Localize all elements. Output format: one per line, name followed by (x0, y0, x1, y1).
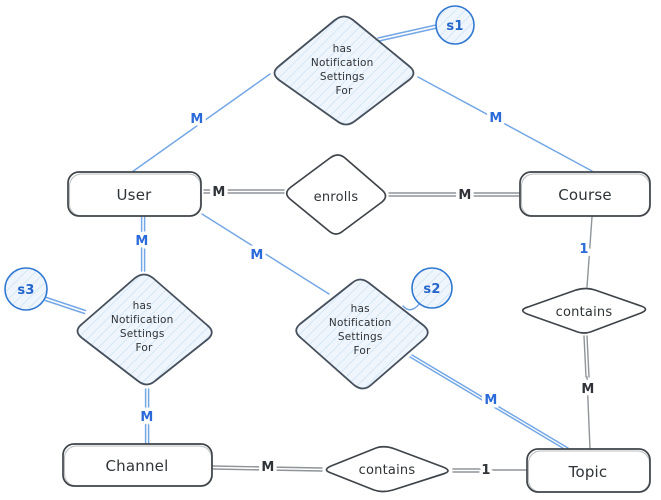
cardinality-contains-topic-m: M (581, 382, 594, 397)
cardinality-course-contains: 1 (579, 242, 588, 257)
badge-s3-circle (4, 267, 48, 311)
relationship-contains-course-label: contains (556, 305, 613, 320)
entity-topic-label: Topic (568, 463, 608, 481)
edge-course-contains (586, 216, 593, 288)
cardinality-s1-course: M (489, 111, 502, 126)
cardinality-user-s3: M (135, 234, 148, 249)
badge-s3-label: s3 (17, 283, 34, 298)
edge-s1-course (417, 76, 593, 172)
entity-user (67, 171, 202, 217)
cardinality-user-s2: M (250, 248, 263, 263)
entity-topic (526, 448, 651, 493)
relationship-s2-label: has Notification Settings For (329, 303, 395, 357)
edge-contains-topic-right (583, 335, 591, 450)
edge-enrolls-course (388, 192, 521, 197)
relationship-s3-label: has Notification Settings For (111, 300, 177, 354)
cardinality-enrolls-course: M (458, 188, 471, 203)
relationship-s1-diamond (273, 15, 415, 126)
entity-course (519, 171, 651, 217)
relationship-enrolls-diamond (285, 154, 387, 235)
edge-user-s1 (131, 73, 271, 173)
relationship-s1-label: has Notification Settings For (311, 43, 377, 97)
edge-s1-badge-connector (377, 24, 438, 42)
entity-user-label: User (117, 186, 153, 204)
relationship-contains-channel-diamond (325, 445, 449, 493)
relationship-s3-diamond (76, 273, 213, 386)
badge-s2-label: s2 (423, 282, 440, 297)
edge-s3-badge-connector (44, 296, 87, 315)
badge-s2-circle (411, 267, 453, 309)
cardinality-s2-topic: M (484, 393, 497, 408)
edge-user-enrolls (203, 189, 285, 194)
edge-contains-topic-bottom (452, 468, 527, 473)
edge-s2-topic (409, 354, 569, 451)
badge-s1-label: s1 (446, 19, 463, 34)
entity-course-label: Course (558, 186, 612, 204)
cardinality-contains-topic-one: 1 (481, 463, 490, 478)
entity-channel (62, 443, 213, 487)
edge-user-s2 (201, 213, 330, 295)
relationship-contains-channel-label: contains (359, 463, 416, 478)
cardinality-user-enrolls: M (212, 185, 225, 200)
edge-channel-contains (212, 465, 323, 472)
cardinality-user-s1: M (190, 112, 203, 127)
relationship-s2-diamond (295, 278, 429, 390)
cardinality-channel-contains: M (261, 460, 274, 475)
edge-s3-channel (144, 388, 150, 444)
edge-user-s3 (140, 215, 146, 272)
relationship-enrolls-label: enrolls (314, 190, 359, 205)
cardinality-s3-channel: M (140, 410, 153, 425)
badge-s1-circle (435, 5, 475, 45)
entity-channel-label: Channel (106, 457, 169, 475)
relationship-contains-course-diamond (521, 287, 647, 334)
